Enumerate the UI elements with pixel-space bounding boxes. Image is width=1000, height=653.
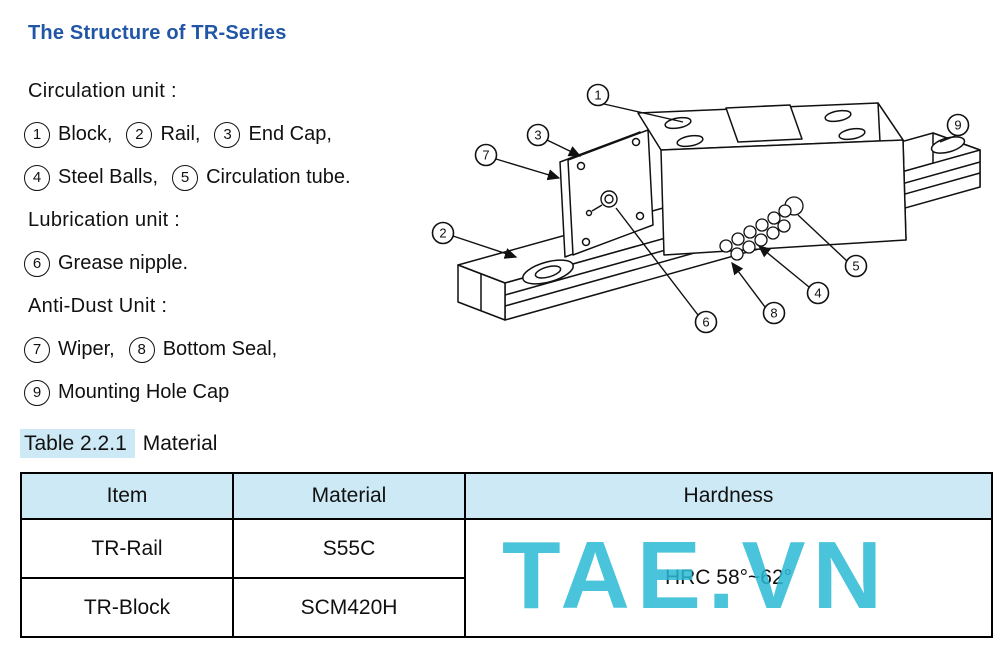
table-header-row: Item Material Hardness	[20, 472, 993, 520]
unit-heading: Circulation unit :	[28, 80, 177, 102]
header-item: Item	[20, 472, 234, 520]
leader-lines	[452, 103, 956, 316]
component-line: 7 Wiper, 8 Bottom Seal,	[22, 328, 442, 371]
table-caption-tag: Table 2.2.1	[20, 429, 135, 458]
svg-text:4: 4	[814, 286, 821, 301]
callout-7: 7	[474, 143, 498, 167]
table-row: TR-Rail S55C HRC 58°~62°	[20, 518, 993, 638]
circled-number-2: 2	[126, 121, 153, 148]
svg-text:7: 7	[482, 148, 489, 163]
table-row: TR-Block SCM420H	[20, 577, 992, 638]
circled-number-4: 4	[24, 164, 50, 191]
svg-text:2: 2	[439, 226, 446, 241]
block-drawing	[637, 102, 907, 256]
callout-6: 6	[694, 310, 718, 334]
component-label: Wiper,	[58, 338, 115, 360]
callout-4: 4	[806, 281, 830, 305]
component-label: Steel Balls,	[58, 166, 159, 188]
component-label: Mounting Hole Cap	[58, 381, 230, 403]
callout-2: 2	[431, 221, 455, 245]
component-line: 4 Steel Balls, 5 Circulation tube.	[22, 156, 442, 199]
callout-3: 3	[526, 123, 550, 147]
component-label: Bottom Seal,	[162, 338, 278, 360]
cell-hardness: HRC 58°~62°	[464, 518, 993, 638]
cell-material-tr-rail: S55C	[232, 518, 466, 579]
svg-text:5: 5	[852, 259, 859, 274]
component-label: Grease nipple.	[58, 252, 189, 274]
page-title: The Structure of TR-Series	[28, 22, 287, 44]
table-caption-label: Material	[142, 432, 218, 455]
cell-item-tr-rail: TR-Rail	[20, 518, 234, 579]
circled-number-7: 7	[24, 336, 50, 363]
component-line: 1 Block, 2 Rail, 3 End Cap,	[22, 113, 442, 156]
svg-text:6: 6	[702, 315, 709, 330]
cell-item-tr-block: TR-Block	[20, 577, 234, 638]
callout-8: 8	[762, 301, 786, 325]
callout-1: 1	[586, 83, 610, 107]
component-line: 6 Grease nipple.	[22, 242, 442, 285]
svg-text:3: 3	[534, 128, 541, 143]
callouts: 1 2 3 4 5 6 7	[431, 83, 970, 334]
header-material: Material	[232, 472, 466, 520]
tr-series-diagram: 1 2 3 4 5 6 7	[428, 50, 993, 385]
circled-number-6: 6	[24, 250, 50, 277]
component-label: End Cap,	[248, 123, 332, 145]
component-label: Rail,	[160, 123, 201, 145]
table-caption: Table 2.2.1 Material	[20, 429, 218, 458]
callout-9: 9	[946, 113, 970, 137]
svg-text:9: 9	[954, 118, 961, 133]
svg-text:8: 8	[770, 306, 777, 321]
unit-heading: Lubrication unit :	[28, 209, 181, 231]
material-table: Item Material Hardness TR-Rail S55C HRC …	[20, 472, 993, 638]
steel-balls-drawing	[719, 196, 804, 261]
header-hardness: Hardness	[464, 472, 993, 520]
circled-number-1: 1	[24, 121, 50, 148]
component-label: Circulation tube.	[206, 166, 351, 188]
circled-number-8: 8	[128, 336, 155, 363]
circled-number-3: 3	[214, 121, 241, 148]
svg-text:1: 1	[594, 88, 601, 103]
circled-number-5: 5	[172, 164, 199, 191]
structure-list: Circulation unit : 1 Block, 2 Rail, 3 End Cap,…	[22, 70, 442, 414]
component-line: 9 Mounting Hole Cap	[22, 371, 442, 414]
grease-nipple-drawing	[585, 190, 618, 217]
component-label: Block,	[58, 123, 113, 145]
cell-material-tr-block: SCM420H	[232, 577, 466, 638]
unit-heading: Anti-Dust Unit :	[28, 295, 168, 317]
circled-number-9: 9	[24, 379, 50, 406]
diagram-svg: 1 2 3 4 5 6 7	[431, 83, 981, 334]
callout-5: 5	[844, 254, 868, 278]
